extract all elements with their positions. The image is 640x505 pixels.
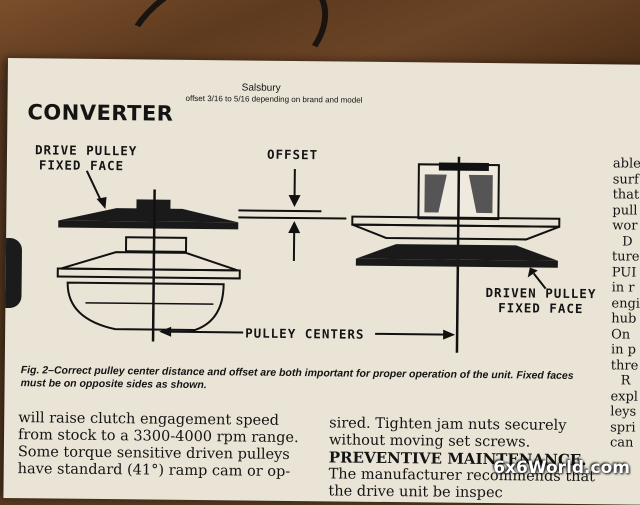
drive-pulley (57, 189, 241, 343)
driven-pulley (351, 156, 560, 354)
body-line: have standard (41°) ramp cam or op- (18, 461, 318, 481)
offset-label: OFFSET (267, 147, 318, 163)
drive-pulley-label: DRIVE PULLEY FIXED FACE (35, 142, 138, 173)
pulley-centers-label: PULLEY CENTERS (245, 325, 365, 341)
book-page: Salsbury offset 3/16 to 5/16 depending o… (3, 58, 640, 505)
driven-pulley-label: DRIVEN PULLEY FIXED FACE (485, 285, 596, 316)
body-line: the drive unit be inspec (328, 483, 603, 503)
cut-off-right-column: able surf that pull wor D ture PUI in r … (610, 156, 640, 451)
offset-arrows (288, 169, 301, 261)
offset-line (238, 210, 321, 211)
body-column-left: will raise clutch engagement speed from … (18, 410, 319, 481)
watermark: 6x6World.com (493, 458, 630, 478)
